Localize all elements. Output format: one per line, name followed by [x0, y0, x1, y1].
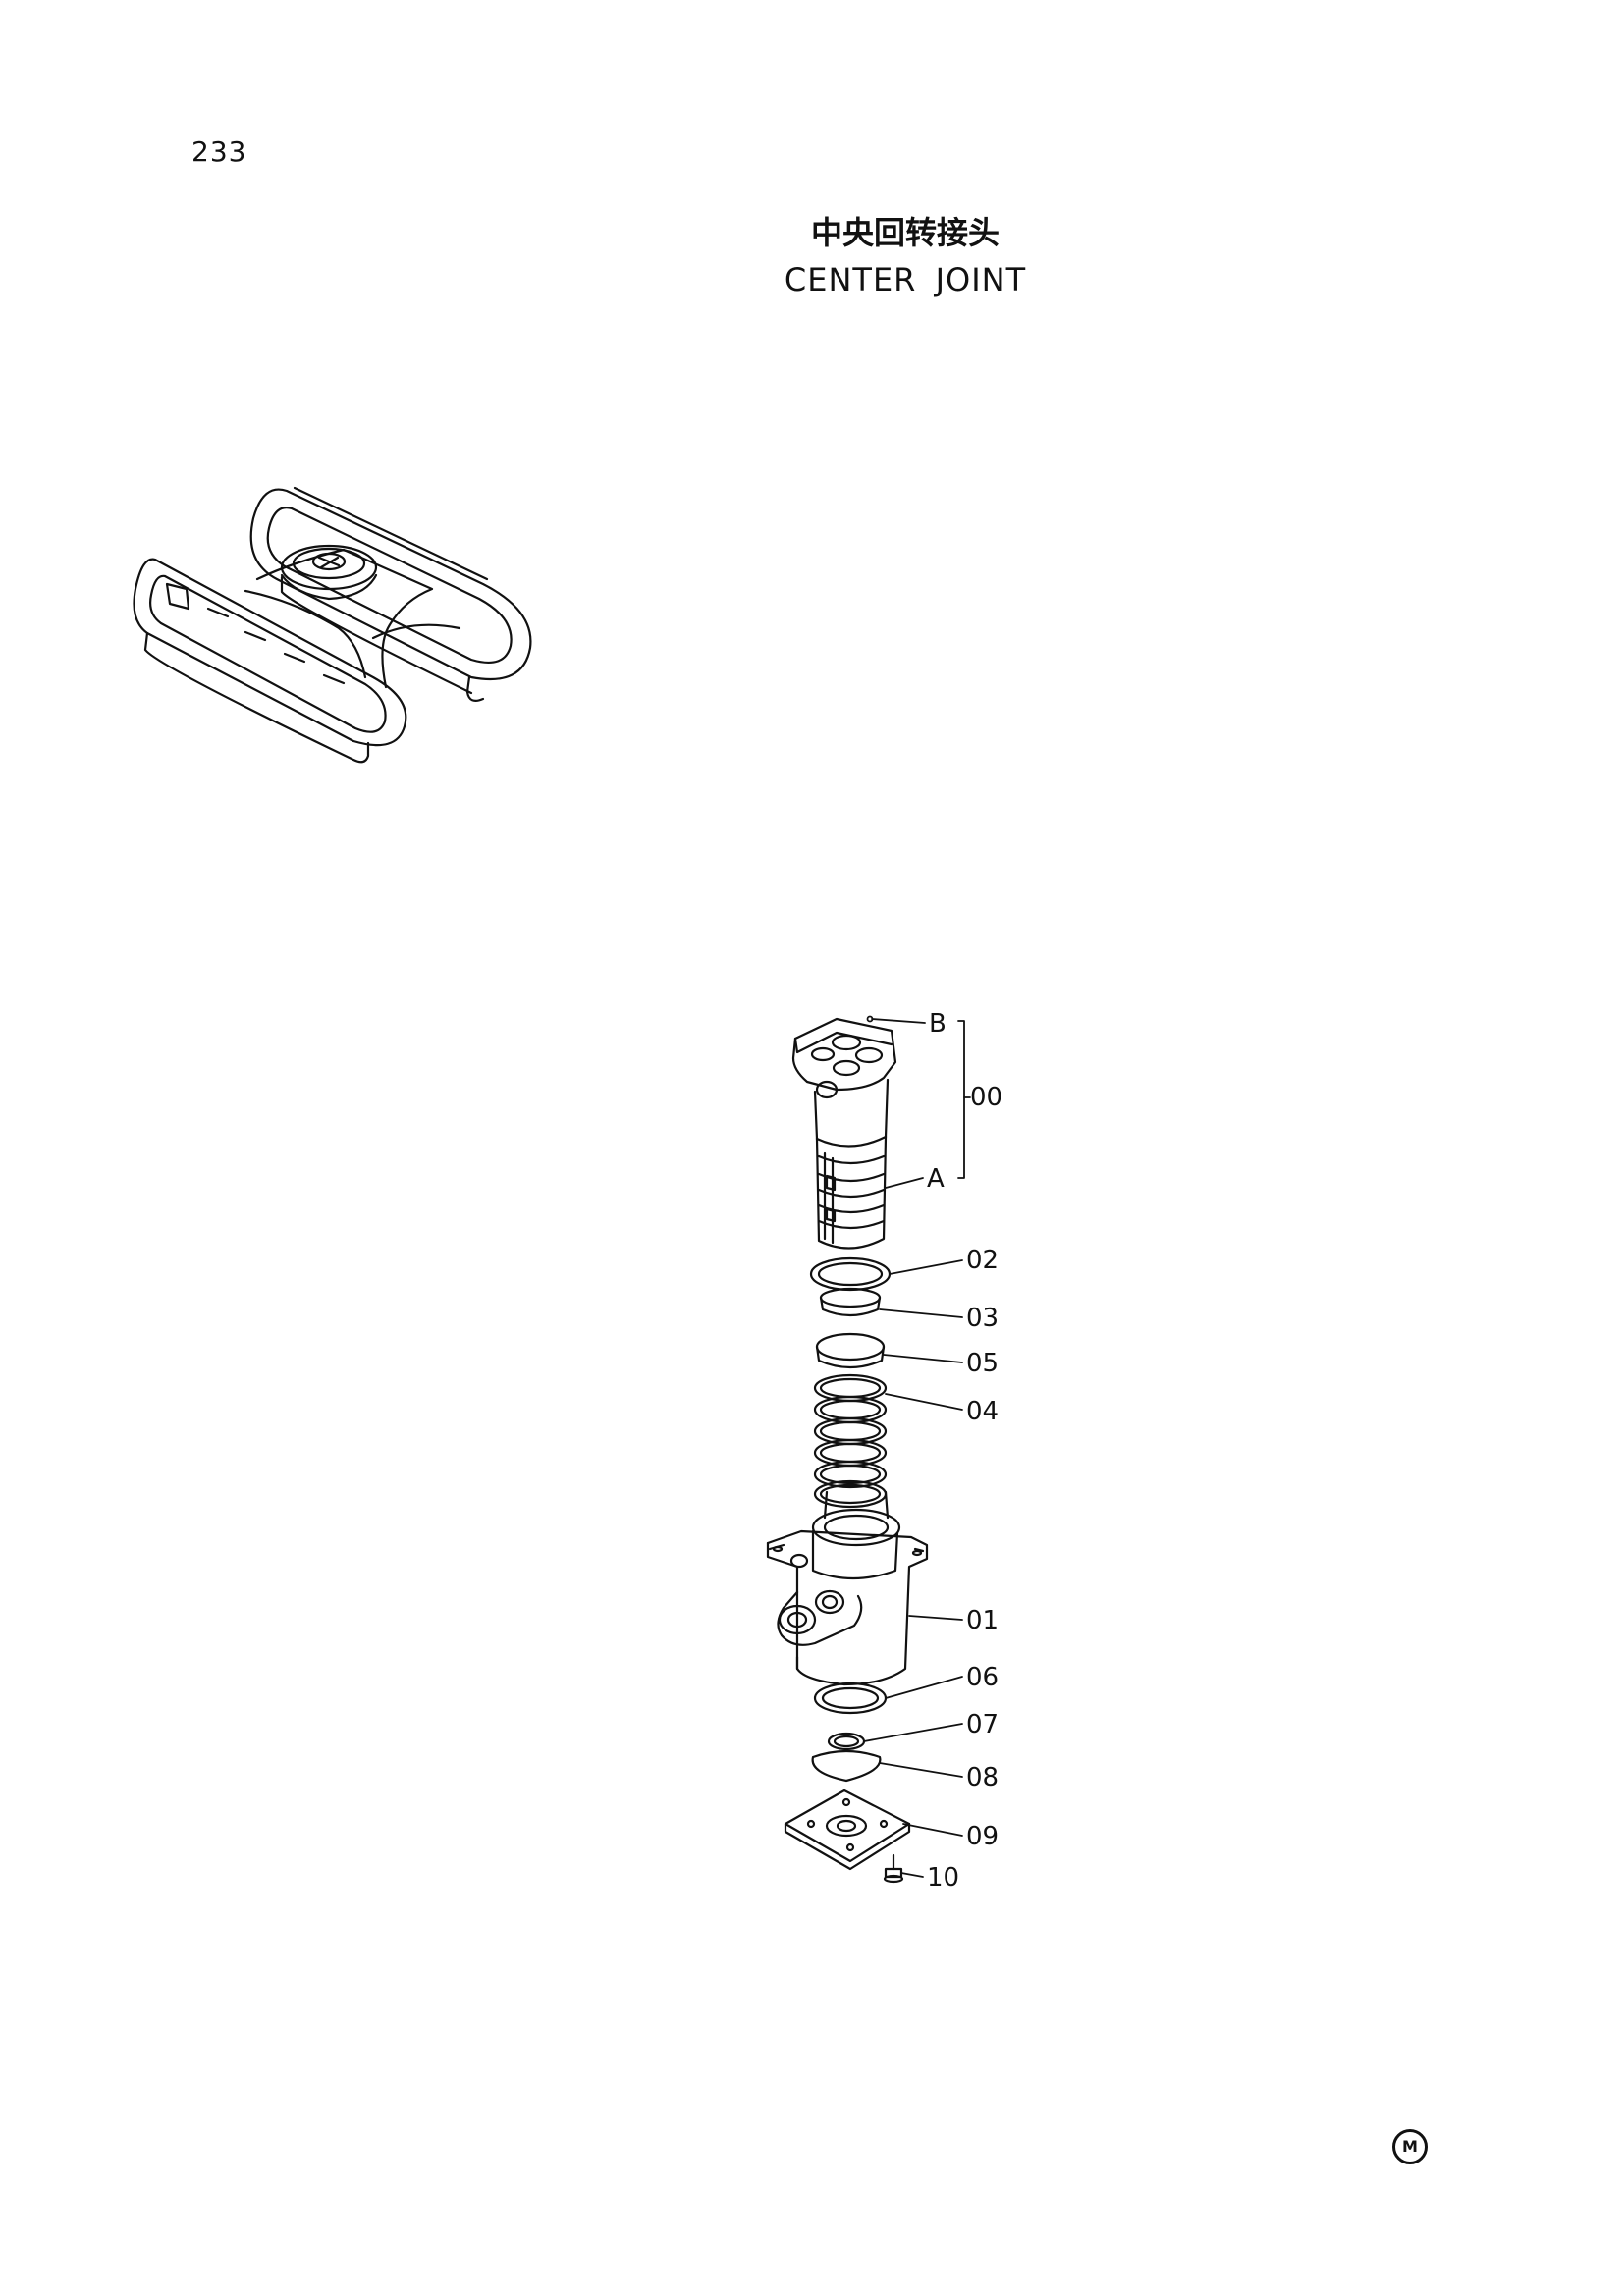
center-frame	[244, 544, 461, 689]
near-track	[133, 558, 407, 764]
part-00-spindle	[791, 1017, 897, 1250]
callout-00: 00	[970, 1083, 1002, 1112]
callout-04: 04	[966, 1397, 999, 1426]
part-03-seal	[819, 1287, 882, 1317]
callout-06: 06	[966, 1663, 999, 1692]
page-number: 233	[191, 135, 247, 168]
callout-03: 03	[966, 1304, 999, 1333]
part-06-ring	[813, 1682, 888, 1715]
callout-02: 02	[966, 1246, 999, 1275]
part-01-body	[766, 1490, 929, 1686]
leader-lines	[863, 1015, 971, 1878]
callout-05: 05	[966, 1349, 999, 1378]
title-chinese: 中央回转接头	[810, 214, 1000, 251]
callout-09: 09	[966, 1822, 999, 1851]
part-09-cover	[784, 1789, 911, 1871]
callout-08: 08	[966, 1763, 999, 1792]
part-05-ring	[815, 1332, 886, 1369]
callout-07: 07	[966, 1710, 999, 1739]
title-english: CENTER JOINT	[784, 261, 1027, 298]
undercarriage-overview-illustration	[133, 486, 532, 764]
part-08-disc	[811, 1749, 882, 1783]
corner-mark: M	[1392, 2129, 1428, 2164]
callout-a: A	[927, 1164, 945, 1194]
part-07-ring	[827, 1732, 866, 1751]
callout-labels: B 00 A 02 03 05 04 01 06 07 08 09 10	[927, 1009, 1002, 1893]
callout-10: 10	[927, 1863, 959, 1893]
callout-b: B	[929, 1009, 947, 1039]
center-joint-exploded-view: B 00 A 02 03 05 04 01 06 07 08 09 10	[766, 1009, 1002, 1893]
part-02-ring	[809, 1256, 892, 1292]
far-track	[249, 486, 532, 702]
callout-01: 01	[966, 1606, 999, 1635]
title-block: 中央回转接头 CENTER JOINT	[0, 208, 1624, 298]
part-04-seal-stack	[813, 1373, 888, 1509]
part-10-bolt	[883, 1853, 904, 1884]
